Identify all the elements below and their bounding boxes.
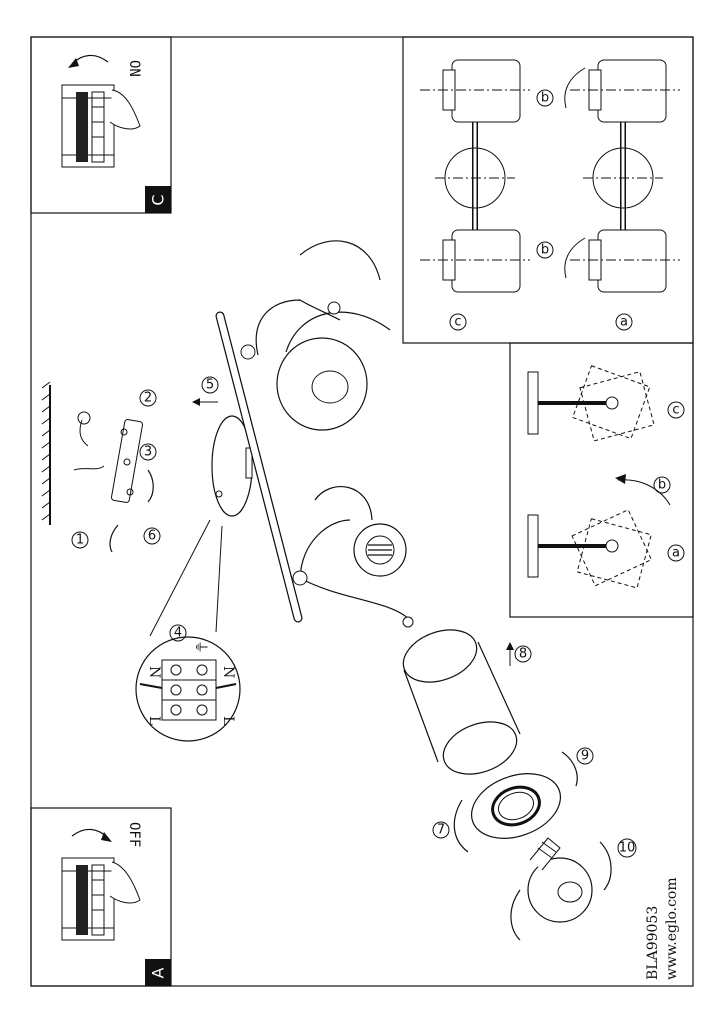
- earth-symbol-label: ⏚: [192, 640, 208, 654]
- step-5-label: 5: [206, 378, 214, 393]
- step-7-label: 7: [437, 823, 445, 838]
- spot-shade-icon: [442, 721, 518, 775]
- fixture-main-illustration: [211, 240, 414, 628]
- panel-spot-rotation: b b c a: [402, 36, 694, 344]
- tilt-label-a: a: [672, 546, 680, 561]
- light-bulb-icon: [527, 837, 593, 923]
- document-code: BLA99053: [645, 906, 661, 980]
- step-1-label: 1: [76, 533, 84, 548]
- tilt-label-b: b: [658, 478, 666, 493]
- panel-a-letter: A: [149, 967, 168, 978]
- breaker-box-off-icon: [61, 857, 141, 941]
- upper-spot-shade-icon: [276, 337, 368, 431]
- step-8-label: 8: [519, 647, 527, 662]
- bracket-icon: [110, 419, 144, 503]
- terminal-block-detail: N L N L ⏚: [135, 519, 241, 742]
- step-4-label: 4: [174, 626, 182, 641]
- terminal-n-label-right: N: [220, 666, 236, 678]
- spot-pair-upper-icon: [420, 59, 530, 293]
- panel-a-frame: [30, 807, 172, 987]
- step-2-label: 2: [144, 391, 152, 406]
- rotate-arrow-icon: [109, 524, 119, 553]
- switch-on-label: ON: [126, 60, 142, 77]
- breaker-box-on-icon: [61, 84, 141, 168]
- rotation-label-a-top: a: [620, 315, 628, 330]
- step-10-label: 10: [619, 841, 636, 856]
- terminal-l-label-left: L: [146, 716, 162, 725]
- panel-c-frame: [30, 36, 172, 214]
- panel-c-letter-box: [145, 186, 171, 213]
- panel-spot-tilt: c b a: [509, 342, 694, 618]
- rotation-label-b-lower: b: [541, 243, 549, 258]
- panel-c-letter: C: [149, 194, 168, 205]
- panel-a-letter-box: [145, 959, 171, 986]
- terminal-n-label-left: N: [146, 666, 162, 678]
- panel-a: A OFF: [30, 807, 172, 987]
- website-url: www.eglo.com: [664, 877, 680, 980]
- step-3-label: 3: [144, 445, 152, 460]
- step-6-label: 6: [148, 529, 156, 544]
- mounting-bracket-detail: [41, 381, 154, 553]
- shade-assembly-detail: [402, 629, 612, 941]
- panel-c: C ON: [30, 36, 172, 214]
- rotation-label-b-upper: b: [541, 91, 549, 106]
- tilt-label-c: c: [672, 403, 679, 418]
- tilt-view-lower-icon: [527, 474, 671, 589]
- rotation-label-c-top: c: [454, 315, 461, 330]
- step-9-label: 9: [581, 749, 589, 764]
- terminal-l-label-right: L: [220, 716, 236, 725]
- fixture-bar-icon: [216, 312, 302, 622]
- switch-off-label: OFF: [126, 822, 142, 847]
- cable-icon: [73, 465, 105, 471]
- tilt-view-upper-icon: [527, 365, 655, 442]
- spot-pair-lower-icon: [564, 59, 680, 293]
- panel-tilt-frame: [509, 342, 694, 618]
